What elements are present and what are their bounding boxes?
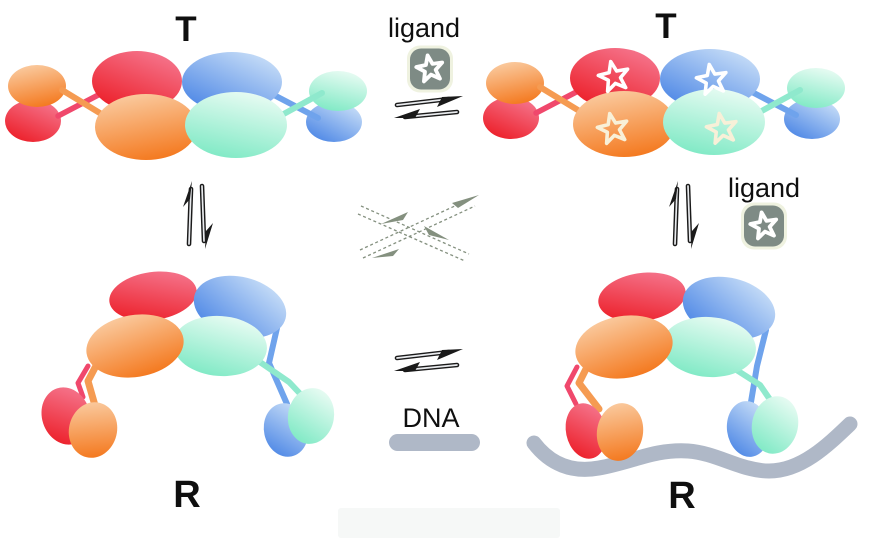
ligand-label-right: ligand — [728, 173, 800, 203]
r-state-left-label: R — [173, 474, 200, 516]
t-state-right — [483, 48, 845, 157]
subunit-small-teal — [751, 396, 799, 454]
leg-blue — [748, 327, 769, 405]
r-state-right-label: R — [668, 475, 695, 517]
subunit-small-teal — [287, 388, 335, 444]
subunit-small-orange — [596, 403, 644, 461]
t-state-left-label: T — [175, 10, 196, 49]
equilibrium-arrow-right — [669, 181, 699, 249]
leg-blue — [266, 325, 290, 407]
watermark — [338, 508, 560, 538]
dna-bar — [389, 434, 480, 451]
r-state-left — [41, 266, 335, 458]
t-state-right-label: T — [655, 7, 676, 46]
dna-label: DNA — [402, 403, 459, 433]
t-state-left — [5, 51, 367, 160]
r-state-right — [564, 267, 799, 461]
dna-curve — [526, 416, 858, 479]
leg-orange — [84, 358, 102, 413]
equilibrium-arrow-top — [394, 96, 463, 118]
leg-red — [564, 364, 580, 407]
subunit-small-red — [565, 403, 607, 459]
leg-red — [75, 363, 91, 400]
dashed-arrowheads — [372, 195, 479, 258]
subunit-small-orange — [68, 402, 118, 458]
equilibrium-arrow-bottom — [394, 349, 463, 371]
ligand-label-top: ligand — [388, 13, 460, 43]
ligand-icon-right — [741, 203, 787, 250]
ligand-icon-top — [407, 46, 453, 93]
equilibrium-arrow-left — [183, 181, 213, 249]
crossed-dashed-arrows — [357, 195, 479, 262]
